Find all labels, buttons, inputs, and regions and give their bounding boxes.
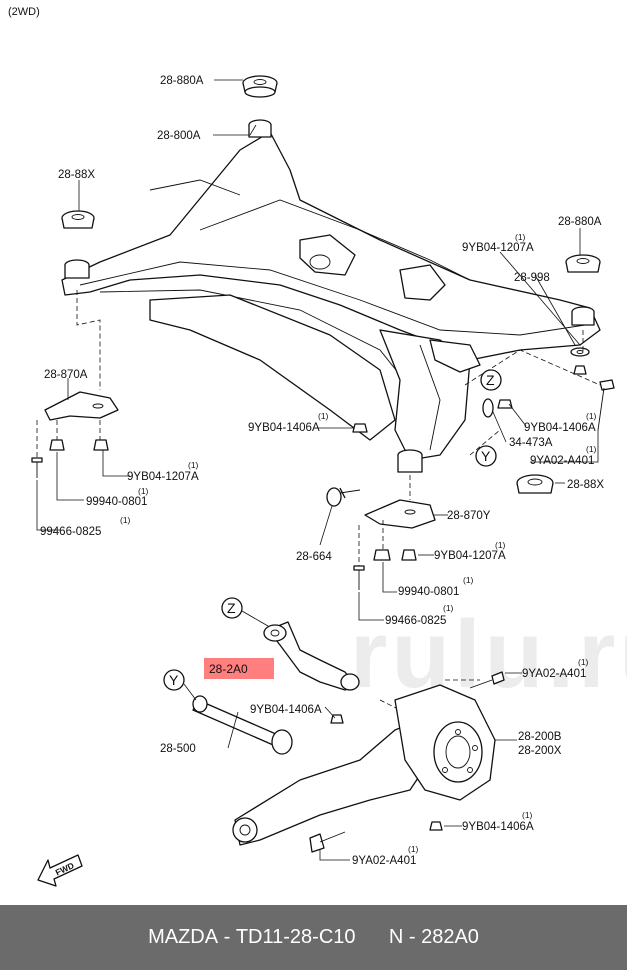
zone-marker-z-lower: Z bbox=[227, 600, 236, 616]
label-99466-0825-left: 99466-0825 bbox=[40, 526, 101, 538]
qty-l09: (1) bbox=[586, 411, 597, 421]
bracket-hardware bbox=[31, 391, 436, 590]
drive-type-label: (2WD) bbox=[8, 6, 40, 18]
footer-bar: MAZDA - TD11-28-C10 N - 282A0 bbox=[0, 905, 627, 970]
fwd-arrow: FWD bbox=[37, 854, 83, 887]
label-28-800a: 28-800A bbox=[157, 130, 201, 142]
footer-maker: MAZDA bbox=[148, 926, 219, 948]
qty-l15: (1) bbox=[120, 515, 131, 525]
zone-marker-y-lower: Y bbox=[169, 672, 179, 688]
watermark-text: rulu.ru bbox=[350, 601, 627, 708]
qty-l28: (1) bbox=[408, 844, 419, 854]
footer-dash: - bbox=[218, 926, 236, 948]
label-99940-0801-left: 99940-0801 bbox=[86, 496, 147, 508]
footer-gap bbox=[356, 926, 389, 949]
footer-part-code: TD11-28-C10 bbox=[235, 926, 356, 948]
label-28-88x-left: 28-88X bbox=[58, 169, 95, 181]
label-28-500: 28-500 bbox=[160, 743, 196, 755]
part-labels: 28-880A 28-800A 28-88X 28-880A (1) 9YB04… bbox=[40, 75, 604, 867]
qty-l12: (1) bbox=[188, 460, 199, 470]
zone-markers: Z Y Z Y bbox=[163, 369, 502, 701]
zone-marker-z-upper: Z bbox=[486, 372, 495, 388]
qty-l05: (1) bbox=[515, 232, 526, 242]
label-9yb04-1207a-lower: 9YB04-1207A bbox=[434, 550, 506, 562]
qty-l27: (1) bbox=[522, 810, 533, 820]
label-9ya02-a401-upper: 9YA02-A401 bbox=[522, 668, 586, 680]
label-28-2a0-highlighted: 28-2A0 bbox=[209, 662, 248, 676]
exploded-view-drawing: .part { fill: #ffffff; stroke: #111; str… bbox=[31, 75, 615, 887]
label-99940-0801-lower: 99940-0801 bbox=[398, 586, 459, 598]
label-28-880a-right: 28-880A bbox=[558, 216, 602, 228]
target-part-highlight bbox=[204, 658, 274, 679]
label-28-870a: 28-870A bbox=[44, 369, 88, 381]
suspension-arms-drawing bbox=[192, 621, 505, 853]
label-9yb04-1207a-left: 9YB04-1207A bbox=[127, 471, 199, 483]
label-34-473a: 34-473A bbox=[509, 437, 553, 449]
label-28-200x: 28-200X bbox=[518, 745, 562, 757]
label-28-998: 28-998 bbox=[514, 272, 550, 284]
label-28-880a-top: 28-880A bbox=[160, 75, 204, 87]
label-9yb04-1406a-mid: 9YB04-1406A bbox=[248, 422, 320, 434]
zone-marker-y-upper: Y bbox=[481, 448, 491, 464]
label-28-88x-right: 28-88X bbox=[567, 479, 604, 491]
label-99466-0825-lower: 99466-0825 bbox=[385, 615, 446, 627]
qty-l18: (1) bbox=[495, 540, 506, 550]
qty-l11: (1) bbox=[586, 444, 597, 454]
qty-l20: (1) bbox=[443, 603, 454, 613]
footer-catalog-number: N - 282A0 bbox=[388, 926, 479, 948]
label-9yb04-1207a-top: 9YB04-1207A bbox=[462, 242, 534, 254]
label-28-870y: 28-870Y bbox=[447, 510, 491, 522]
leader-lines bbox=[36, 79, 599, 861]
label-28-200b: 28-200B bbox=[518, 731, 562, 743]
rear-crossmember-drawing bbox=[61, 131, 601, 461]
label-9ya02-a401-lower: 9YA02-A401 bbox=[352, 855, 416, 867]
fwd-label: FWD bbox=[54, 860, 76, 877]
qty-l08: (1) bbox=[318, 411, 329, 421]
qty-l14: (1) bbox=[138, 486, 149, 496]
label-9ya02-a401-right: 9YA02-A401 bbox=[530, 455, 594, 467]
assembly-dashed-lines bbox=[36, 290, 601, 721]
qty-l22: (1) bbox=[578, 657, 589, 667]
label-9yb04-1406a-right: 9YB04-1406A bbox=[524, 422, 596, 434]
qty-l19: (1) bbox=[463, 575, 474, 585]
label-9yb04-1406a-lower: 9YB04-1406A bbox=[462, 821, 534, 833]
parts-diagram-canvas: (2WD) rulu.ru .part { fill: #ffffff; str… bbox=[8, 6, 627, 887]
label-9yb04-1406a-link: 9YB04-1406A bbox=[250, 704, 322, 716]
label-28-664: 28-664 bbox=[296, 551, 332, 563]
